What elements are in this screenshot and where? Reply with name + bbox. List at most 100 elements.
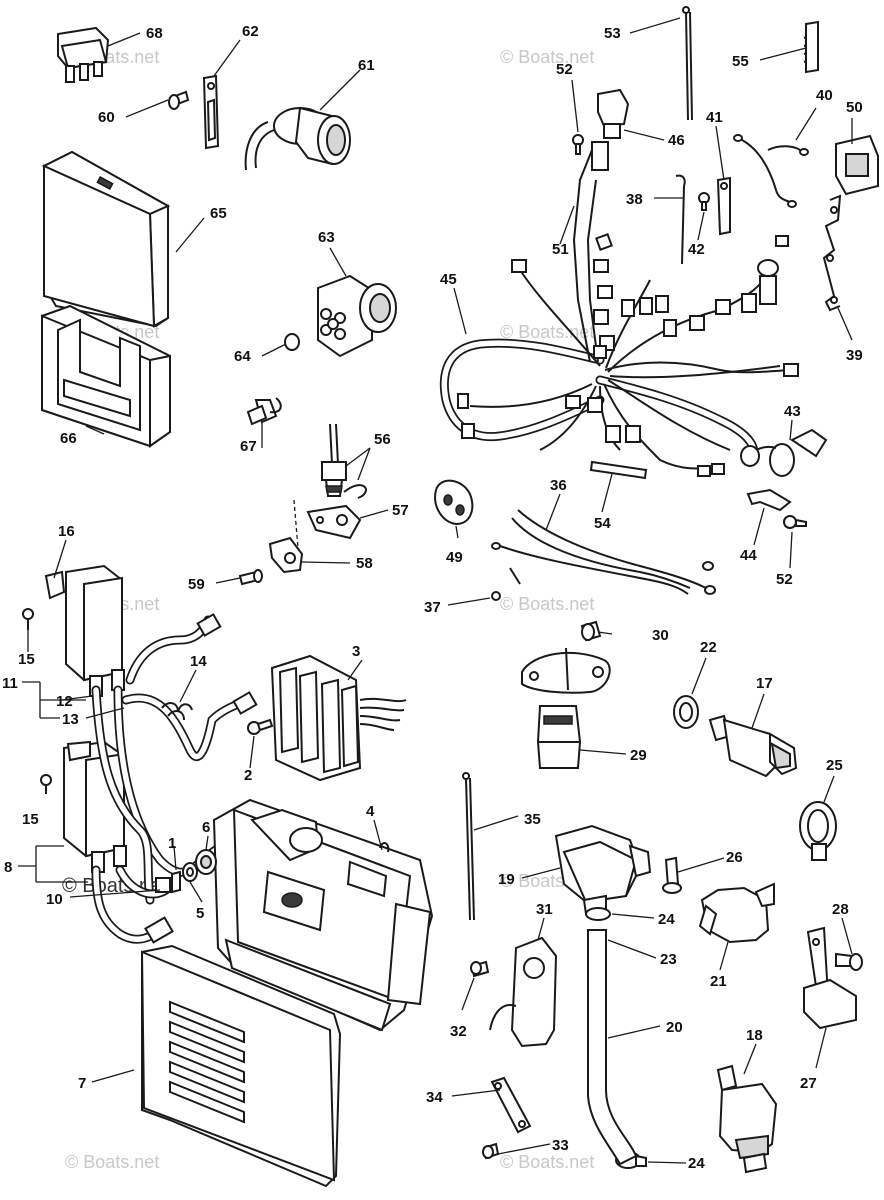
callout-1: 1 (168, 835, 176, 852)
callout-26: 26 (726, 849, 743, 866)
callout-53: 53 (604, 25, 621, 42)
part-58-plate (268, 536, 304, 574)
callout-34: 34 (426, 1089, 443, 1106)
part-53-tie (682, 6, 693, 121)
part-25-clamp (799, 801, 837, 861)
part-68-relay (57, 26, 110, 83)
part-8-coil-lower (40, 740, 127, 873)
part-31-sensor (489, 936, 558, 1048)
callout-35: 35 (524, 811, 541, 828)
part-32-screw (470, 960, 490, 978)
watermark: © Boats.net (500, 594, 594, 614)
part-4-tray (212, 798, 434, 1032)
callout-56: 56 (374, 431, 391, 448)
callout-19: 19 (498, 871, 515, 888)
part-56-sensor (321, 423, 367, 499)
part-49-grommet (434, 479, 474, 526)
part-40-lead (733, 134, 809, 208)
callout-7: 7 (78, 1075, 86, 1092)
callout-20: 20 (666, 1019, 683, 1036)
callout-43: 43 (784, 403, 801, 420)
part-18-sensor (716, 1064, 778, 1174)
part-50-coupler (835, 134, 879, 196)
callout-numbers: 68 62 61 60 65 63 64 66 67 56 57 58 59 5… (2, 23, 863, 1172)
callout-61: 61 (358, 57, 375, 74)
callout-29: 29 (630, 747, 647, 764)
callout-52: 52 (776, 571, 793, 588)
part-24-clamp-top (585, 907, 611, 921)
part-29-sensor (521, 647, 611, 769)
part-33-screw (482, 1142, 500, 1160)
callout-37: 37 (424, 599, 441, 616)
part-7-cover (140, 944, 342, 1188)
callout-64: 64 (234, 348, 251, 365)
part-64-plug (284, 333, 300, 351)
callout-24: 24 (688, 1155, 705, 1172)
part-60-screw (168, 90, 190, 110)
callout-15: 15 (22, 811, 39, 828)
callout-55: 55 (732, 53, 749, 70)
part-39-bracket (822, 194, 842, 312)
callout-22: 22 (700, 639, 717, 656)
callout-58: 58 (356, 555, 373, 572)
part-63-coupler (317, 274, 397, 358)
callout-60: 60 (98, 109, 115, 126)
callout-16: 16 (58, 523, 75, 540)
callout-10: 10 (46, 891, 63, 908)
part-5-washer (182, 862, 198, 882)
watermark: © Boats.net (500, 1152, 594, 1172)
part-55-spiral (803, 20, 819, 74)
callout-51: 51 (552, 241, 569, 258)
part-41-bracket (716, 176, 731, 236)
part-44-clip (746, 488, 792, 512)
part-65-ecu (41, 150, 171, 328)
part-6-grommet (195, 849, 217, 875)
callout-54: 54 (594, 515, 611, 532)
part-54-tube (589, 460, 648, 480)
part-57-plate (293, 499, 362, 549)
callout-12: 12 (56, 693, 73, 710)
part-20-hose (587, 929, 638, 1166)
callout-21: 21 (710, 973, 727, 990)
callout-18: 18 (746, 1027, 763, 1044)
callout-31: 31 (536, 901, 553, 918)
callout-66: 66 (60, 430, 77, 447)
callout-11: 11 (2, 675, 18, 692)
callout-44: 44 (740, 547, 757, 564)
part-2-screw (247, 718, 274, 735)
callout-52: 52 (556, 61, 573, 78)
part-36-lead (491, 509, 716, 595)
callout-14: 14 (190, 653, 207, 670)
callout-40: 40 (816, 87, 833, 104)
callout-63: 63 (318, 229, 335, 246)
callout-33: 33 (552, 1137, 569, 1154)
part-22-washer (673, 695, 699, 729)
callout-30: 30 (652, 627, 669, 644)
callout-68: 68 (146, 25, 163, 42)
part-3-regulator (270, 654, 407, 782)
part-30-screw (580, 620, 602, 642)
part-43-cap (740, 428, 828, 477)
part-52-screw-bottom (783, 515, 807, 529)
part-66-cover (41, 304, 171, 448)
callout-17: 17 (756, 675, 773, 692)
part-14-clip (161, 702, 193, 721)
callout-32: 32 (450, 1023, 467, 1040)
callout-23: 23 (660, 951, 677, 968)
callout-62: 62 (242, 23, 259, 40)
callout-67: 67 (240, 438, 257, 455)
callout-38: 38 (626, 191, 643, 208)
callout-6: 6 (202, 819, 210, 836)
part-17-sensor (708, 714, 798, 778)
callout-13: 13 (62, 711, 79, 728)
callout-4: 4 (366, 803, 375, 820)
part-38-tie (675, 174, 686, 265)
callout-5: 5 (196, 905, 204, 922)
part-59-screw (238, 569, 263, 586)
watermark: © Boats.net (65, 1152, 159, 1172)
callout-49: 49 (446, 549, 463, 566)
part-42-screw (698, 192, 710, 211)
callout-65: 65 (210, 205, 227, 222)
callout-57: 57 (392, 502, 409, 519)
callout-45: 45 (440, 271, 457, 288)
